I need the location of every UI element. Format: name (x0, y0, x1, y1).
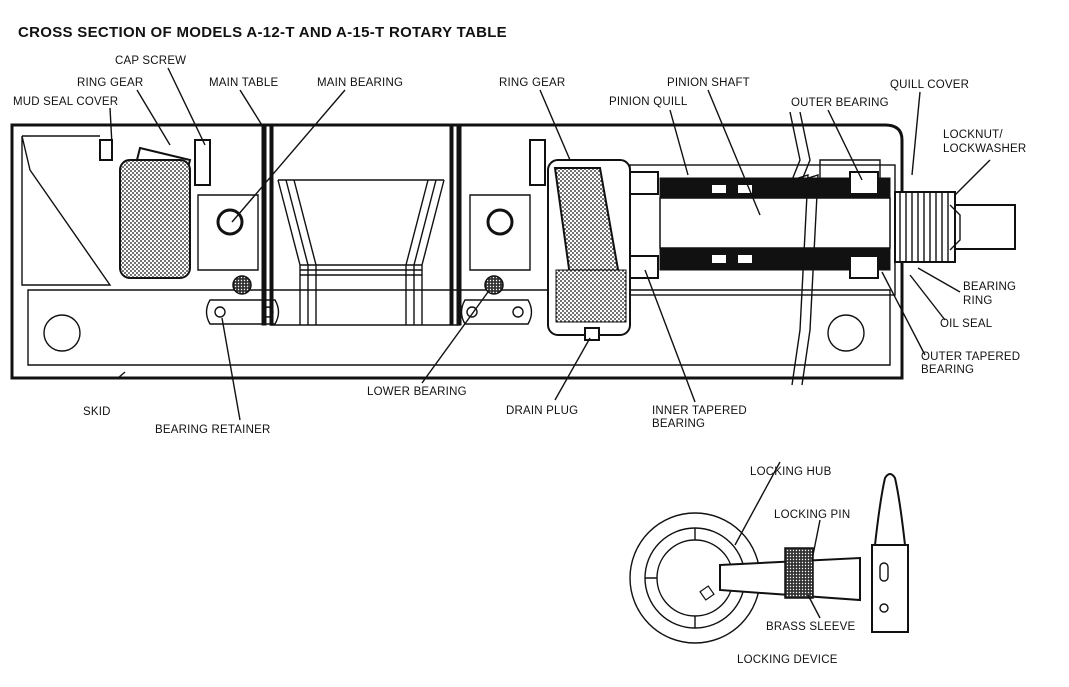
label-lockwasher: LOCKWASHER (943, 143, 1026, 155)
label-brass-sleeve: BRASS SLEEVE (766, 621, 855, 633)
skid-hole-left (43, 314, 81, 352)
leader-lines (109, 67, 991, 619)
label-locknut: LOCKNUT/ (943, 129, 1003, 141)
pinion-assembly (629, 111, 1016, 386)
label-locking-pin: LOCKING PIN (774, 509, 850, 521)
label-main-bearing: MAIN BEARING (317, 77, 403, 89)
left-ring-gear (119, 159, 191, 279)
label-lower-bearing: LOWER BEARING (367, 386, 467, 398)
left-main-bearing-ball (216, 208, 244, 236)
label-cap-screw: CAP SCREW (115, 55, 186, 67)
locking-device-drawing (629, 473, 909, 644)
diagram-title: CROSS SECTION OF MODELS A-12-T AND A-15-… (18, 24, 507, 41)
label-drain-plug: DRAIN PLUG (506, 405, 578, 417)
label-quill-cover: QUILL COVER (890, 79, 969, 91)
label-outer-tapered-1: OUTER TAPERED (921, 351, 1020, 363)
brass-sleeve (784, 547, 814, 599)
locking-handle (871, 544, 909, 633)
drain-plug (584, 327, 600, 341)
main-table (261, 124, 462, 326)
label-pinion-shaft: PINION SHAFT (667, 77, 750, 89)
label-inner-tapered-1: INNER TAPERED (652, 405, 747, 417)
label-locking-device: LOCKING DEVICE (737, 654, 838, 666)
label-oil-seal: OIL SEAL (940, 318, 993, 330)
right-ring-gear-assembly (460, 139, 631, 341)
right-main-bearing-ball (486, 208, 514, 236)
label-locking-hub: LOCKING HUB (750, 466, 832, 478)
label-pinion-quill: PINION QUILL (609, 96, 688, 108)
pinion-shaft (659, 197, 891, 249)
labels: CAP SCREW RING GEAR MUD SEAL COVER MAIN … (13, 55, 1026, 666)
label-ring-gear-left: RING GEAR (77, 77, 143, 89)
label-bearing-ring-1: BEARING (963, 281, 1016, 293)
label-skid: SKID (83, 406, 111, 418)
skid-hole-right (827, 314, 865, 352)
label-bearing-retainer: BEARING RETAINER (155, 424, 270, 436)
left-ring-gear-assembly (99, 139, 280, 325)
label-bearing-ring-2: RING (963, 295, 993, 307)
label-outer-bearing: OUTER BEARING (791, 97, 889, 109)
label-mud-seal-cover: MUD SEAL COVER (13, 96, 118, 108)
label-main-table: MAIN TABLE (209, 77, 278, 89)
label-inner-tapered-2: BEARING (652, 418, 705, 430)
label-outer-tapered-2: BEARING (921, 364, 974, 376)
label-ring-gear-right: RING GEAR (499, 77, 565, 89)
